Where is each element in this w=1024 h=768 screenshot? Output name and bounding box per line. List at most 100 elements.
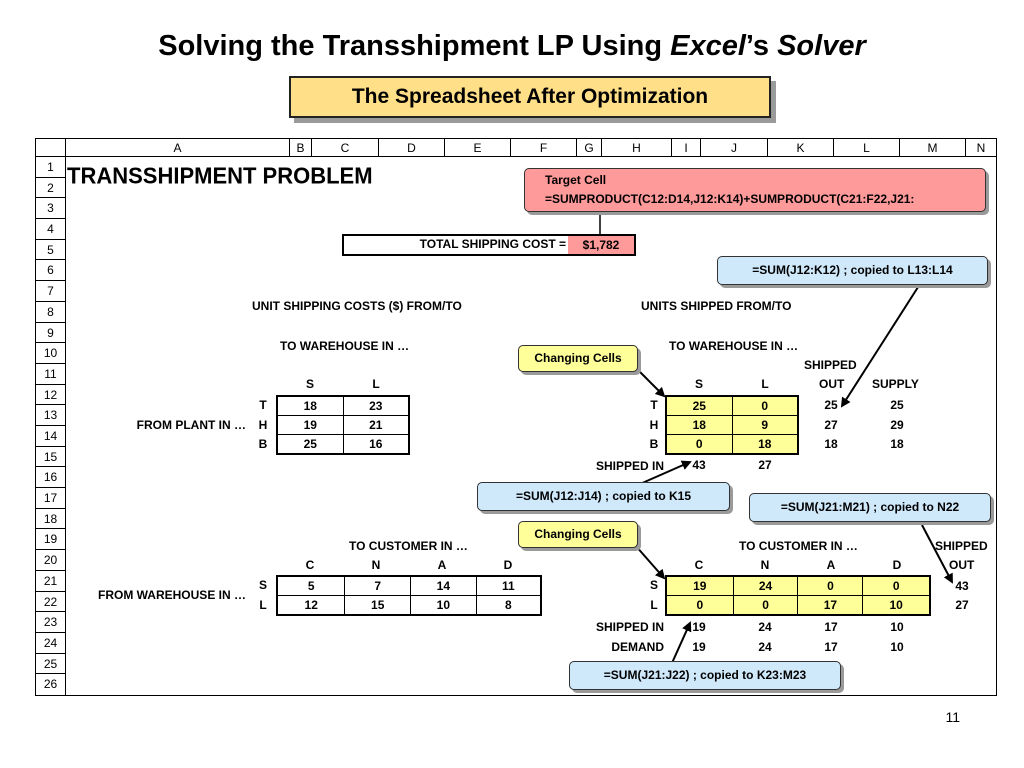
table-cell[interactable]: 19: [276, 415, 344, 435]
shipped-label: SHIPPED: [935, 539, 988, 553]
row-header-9[interactable]: 9: [36, 322, 66, 344]
changing-cell[interactable]: 19: [665, 575, 734, 596]
changing-cell[interactable]: 18: [665, 415, 733, 435]
changing-cell[interactable]: 0: [732, 595, 799, 616]
customer-header-a: A: [826, 558, 836, 572]
target-cell[interactable]: $1,782: [568, 236, 634, 254]
row-header-17[interactable]: 17: [36, 488, 66, 509]
changing-cells-callout: Changing Cells: [518, 521, 638, 548]
customer-demand: 17: [824, 640, 838, 654]
column-header-j[interactable]: J: [701, 139, 768, 157]
row-header-25[interactable]: 25: [36, 653, 66, 675]
row-header-23[interactable]: 23: [36, 612, 66, 633]
sheet-title: TRANSSHIPMENT PROBLEM: [67, 162, 373, 189]
out-label: OUT: [949, 558, 975, 572]
customer-header-d: D: [503, 558, 513, 572]
warehouse-header-l: L: [761, 377, 769, 391]
customer-demand: 10: [890, 640, 904, 654]
changing-cell[interactable]: 18: [731, 434, 799, 455]
wh-shipped-out-value: 43: [955, 579, 969, 593]
customer-demand: 19: [692, 640, 706, 654]
row-header-19[interactable]: 19: [36, 529, 66, 551]
column-header-c[interactable]: C: [312, 139, 379, 157]
changing-cell[interactable]: 24: [732, 575, 799, 596]
row-header-26[interactable]: 26: [36, 674, 66, 695]
column-header-l[interactable]: L: [834, 139, 900, 157]
shipped-out-value: 27: [824, 418, 838, 432]
row-header-1[interactable]: 1: [36, 157, 66, 178]
changing-cell[interactable]: 0: [862, 575, 931, 596]
select-all-corner[interactable]: [36, 139, 66, 157]
warehouse-label-l: L: [650, 598, 658, 612]
row-header-3[interactable]: 3: [36, 198, 66, 220]
row-header-18[interactable]: 18: [36, 508, 66, 530]
warehouse-header-s: S: [694, 377, 703, 391]
row-header-11[interactable]: 11: [36, 363, 66, 385]
column-header-g[interactable]: G: [577, 139, 602, 157]
column-header-m[interactable]: M: [900, 139, 966, 157]
table-cell[interactable]: 8: [475, 595, 542, 616]
row-header-15[interactable]: 15: [36, 446, 66, 468]
row-header-12[interactable]: 12: [36, 384, 66, 406]
table-cell[interactable]: 15: [344, 595, 412, 616]
changing-cell[interactable]: 0: [665, 434, 733, 455]
changing-cell[interactable]: 9: [731, 415, 799, 435]
row-header-14[interactable]: 14: [36, 426, 66, 447]
changing-cell[interactable]: 17: [797, 595, 864, 616]
column-header-a[interactable]: A: [66, 139, 290, 157]
customer-shipped-in: 24: [758, 620, 772, 634]
supply-value: 29: [890, 418, 904, 432]
row-header-8[interactable]: 8: [36, 301, 66, 323]
plant-label-t: T: [259, 398, 267, 412]
row-header-10[interactable]: 10: [36, 343, 66, 364]
row-header-13[interactable]: 13: [36, 405, 66, 426]
row-header-6[interactable]: 6: [36, 260, 66, 282]
title-solver: Solver: [777, 30, 866, 62]
changing-cells-callout: Changing Cells: [518, 345, 638, 372]
arrow-changing-1: [637, 369, 666, 398]
shipped-in-label: SHIPPED IN: [595, 620, 664, 634]
table-cell[interactable]: 10: [410, 595, 477, 616]
customer-header-n: N: [760, 558, 770, 572]
row-header-21[interactable]: 21: [36, 570, 66, 592]
changing-cell[interactable]: 25: [665, 395, 733, 416]
row-header-5[interactable]: 5: [36, 239, 66, 261]
customer-header-c: C: [305, 558, 315, 572]
row-header-4[interactable]: 4: [36, 219, 66, 240]
row-header-16[interactable]: 16: [36, 467, 66, 489]
changing-cell[interactable]: 10: [862, 595, 931, 616]
shipped-in-label: SHIPPED IN: [595, 459, 664, 473]
column-header-h[interactable]: H: [602, 139, 672, 157]
table-cell[interactable]: 12: [276, 595, 346, 616]
row-header-2[interactable]: 2: [36, 177, 66, 199]
sum-in-customer-callout: =SUM(J21:J22) ; copied to K23:M23: [569, 661, 841, 690]
demand-label: DEMAND: [611, 640, 664, 654]
from-plant-label: FROM PLANT IN …: [136, 418, 246, 432]
customer-shipped-in: 19: [692, 620, 706, 634]
table-cell[interactable]: 16: [342, 434, 410, 455]
column-header-n[interactable]: N: [966, 139, 996, 157]
column-header-b[interactable]: B: [290, 139, 312, 157]
supply-value: 18: [890, 437, 904, 451]
changing-cell[interactable]: 0: [665, 595, 734, 616]
row-header-7[interactable]: 7: [36, 281, 66, 302]
column-header-f[interactable]: F: [511, 139, 577, 157]
page-number: 11: [945, 709, 960, 725]
row-header-24[interactable]: 24: [36, 632, 66, 654]
target-callout-formula: =SUMPRODUCT(C12:D14,J12:K14)+SUMPRODUCT(…: [545, 192, 915, 206]
column-header-i[interactable]: I: [672, 139, 701, 157]
changing-cell[interactable]: 0: [731, 395, 799, 416]
table-cell[interactable]: 25: [276, 434, 344, 455]
row-header-20[interactable]: 20: [36, 550, 66, 571]
row-header-22[interactable]: 22: [36, 591, 66, 613]
column-header-k[interactable]: K: [768, 139, 834, 157]
column-header-e[interactable]: E: [445, 139, 511, 157]
table-cell[interactable]: 21: [342, 415, 410, 435]
column-header-d[interactable]: D: [379, 139, 445, 157]
changing-cell[interactable]: 0: [797, 575, 864, 596]
total-cost-label: TOTAL SHIPPING COST =: [419, 237, 566, 251]
